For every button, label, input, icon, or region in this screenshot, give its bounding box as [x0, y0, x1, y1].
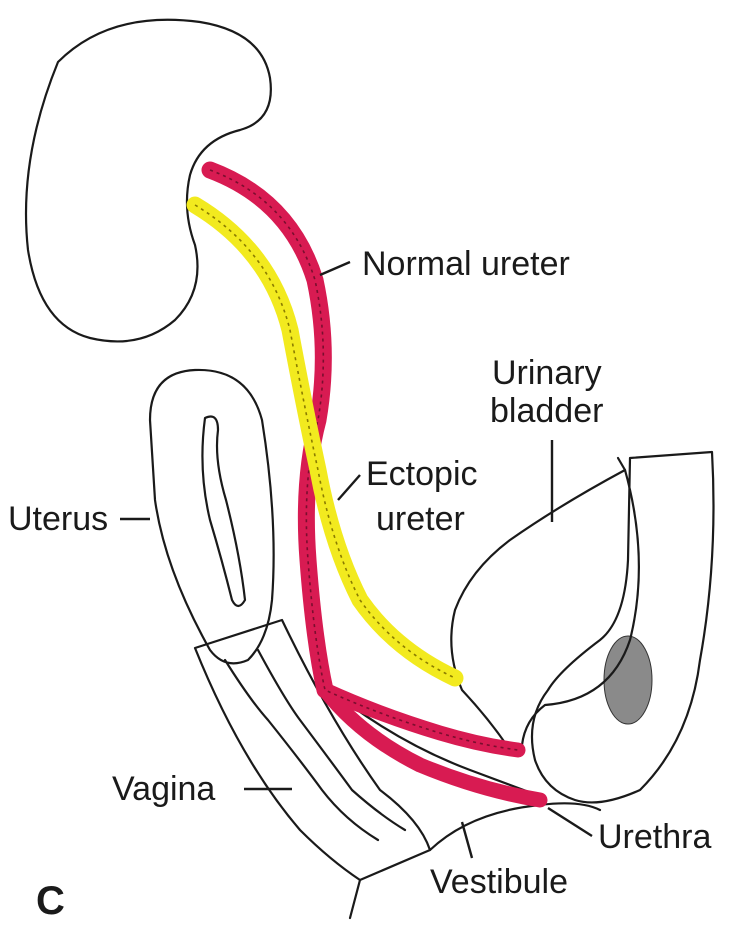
vestibule-leader: [462, 822, 472, 858]
uterus-label: Uterus: [8, 500, 108, 538]
urinary-bladder-label-line2: bladder: [490, 392, 603, 430]
ectopic-ureter-leader: [338, 475, 360, 500]
ectopic-ureter-label-line2: ureter: [376, 500, 465, 538]
vestibule-label: Vestibule: [430, 863, 568, 901]
normal-ureter-leader: [320, 262, 350, 275]
urinary-bladder-label-line1: Urinary: [492, 354, 602, 392]
urethra-leader: [548, 808, 592, 836]
vagina-label: Vagina: [112, 770, 215, 808]
panel-letter: C: [36, 879, 65, 923]
uterus-shape: [150, 370, 274, 663]
rectum-shape: [532, 452, 714, 802]
urethra-label: Urethra: [598, 818, 711, 856]
rectum-dense-spot: [604, 636, 652, 724]
normal-ureter-label: Normal ureter: [362, 245, 570, 283]
ectopic-ureter-label-line1: Ectopic: [366, 455, 478, 493]
